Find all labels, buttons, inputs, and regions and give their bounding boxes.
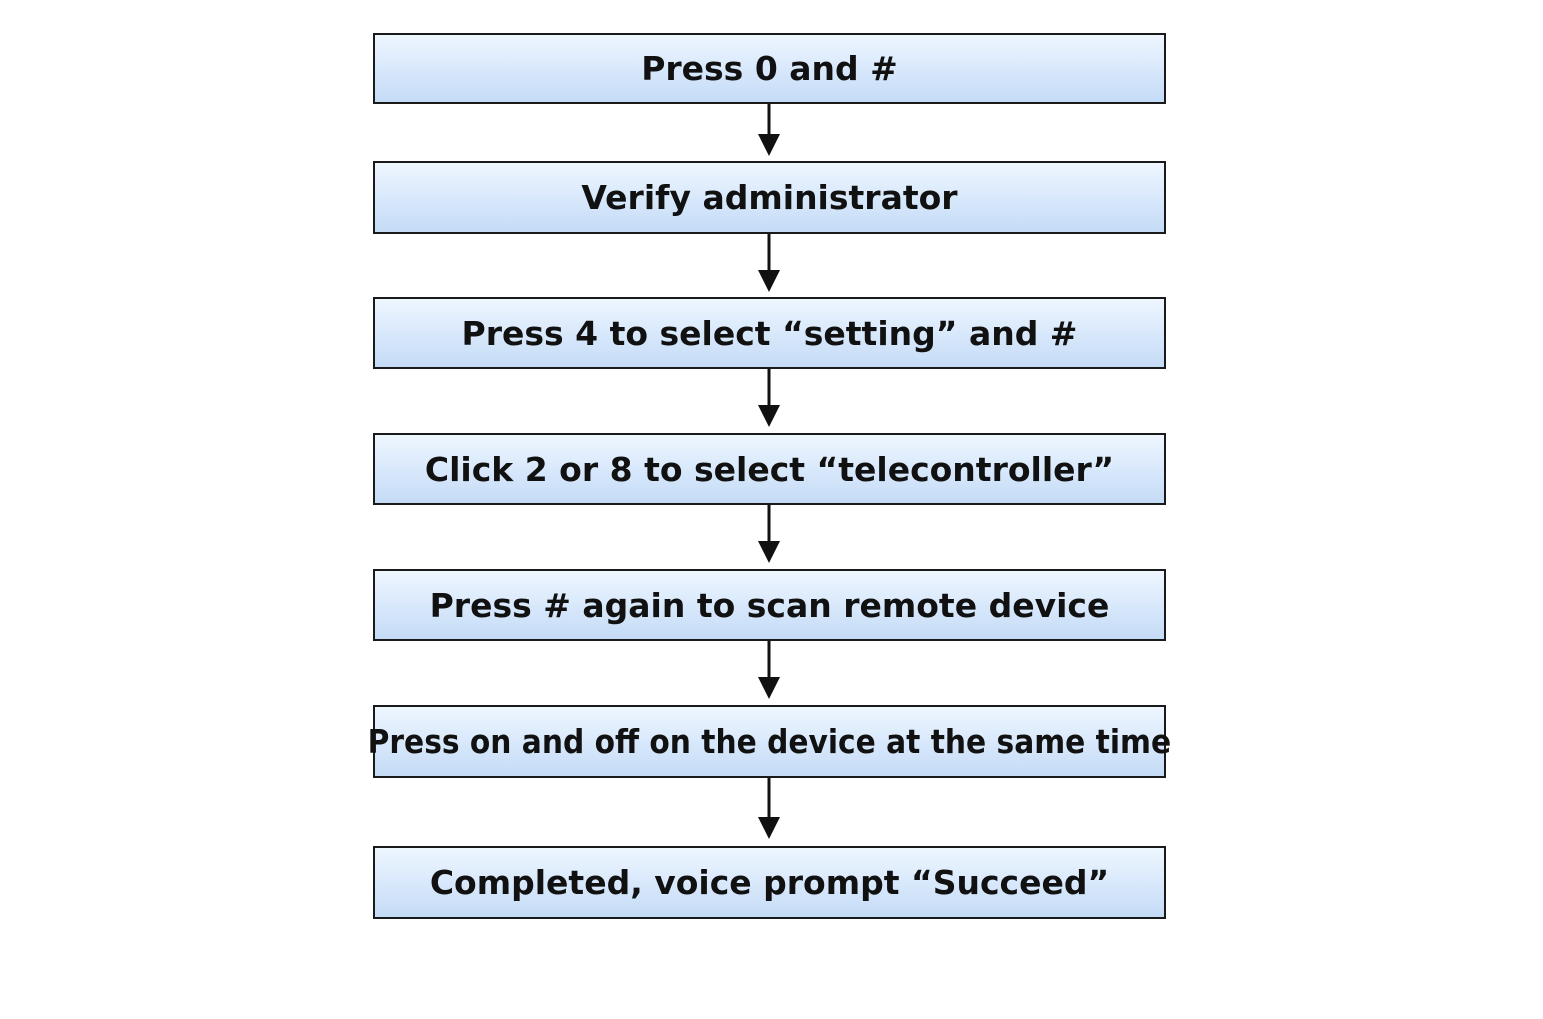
step-completed-succeed: Completed, voice prompt “Succeed” xyxy=(373,846,1166,919)
arrow-4-to-5 xyxy=(758,505,780,563)
arrow-3-to-4 xyxy=(758,369,780,427)
step-press-0-and-hash: Press 0 and # xyxy=(373,33,1166,104)
step-press-on-and-off: Press on and off on the device at the sa… xyxy=(368,705,1171,778)
step-label: Verify administrator xyxy=(581,178,958,217)
step-label: Press on and off on the device at the sa… xyxy=(367,722,1172,761)
step-select-setting: Press 4 to select “setting” and # xyxy=(373,297,1166,369)
step-label: Completed, voice prompt “Succeed” xyxy=(429,863,1110,902)
step-select-telecontroller: Click 2 or 8 to select “telecontroller” xyxy=(373,433,1166,505)
arrow-1-to-2 xyxy=(758,104,780,156)
arrow-6-to-7 xyxy=(758,778,780,839)
arrow-2-to-3 xyxy=(758,234,780,292)
step-scan-remote-device: Press # again to scan remote device xyxy=(373,569,1166,641)
step-label: Press 0 and # xyxy=(641,49,898,88)
step-label: Press 4 to select “setting” and # xyxy=(461,313,1078,353)
step-label: Press # again to scan remote device xyxy=(429,585,1110,625)
arrow-5-to-6 xyxy=(758,641,780,699)
step-verify-administrator: Verify administrator xyxy=(373,161,1166,234)
step-label: Click 2 or 8 to select “telecontroller” xyxy=(424,449,1115,489)
